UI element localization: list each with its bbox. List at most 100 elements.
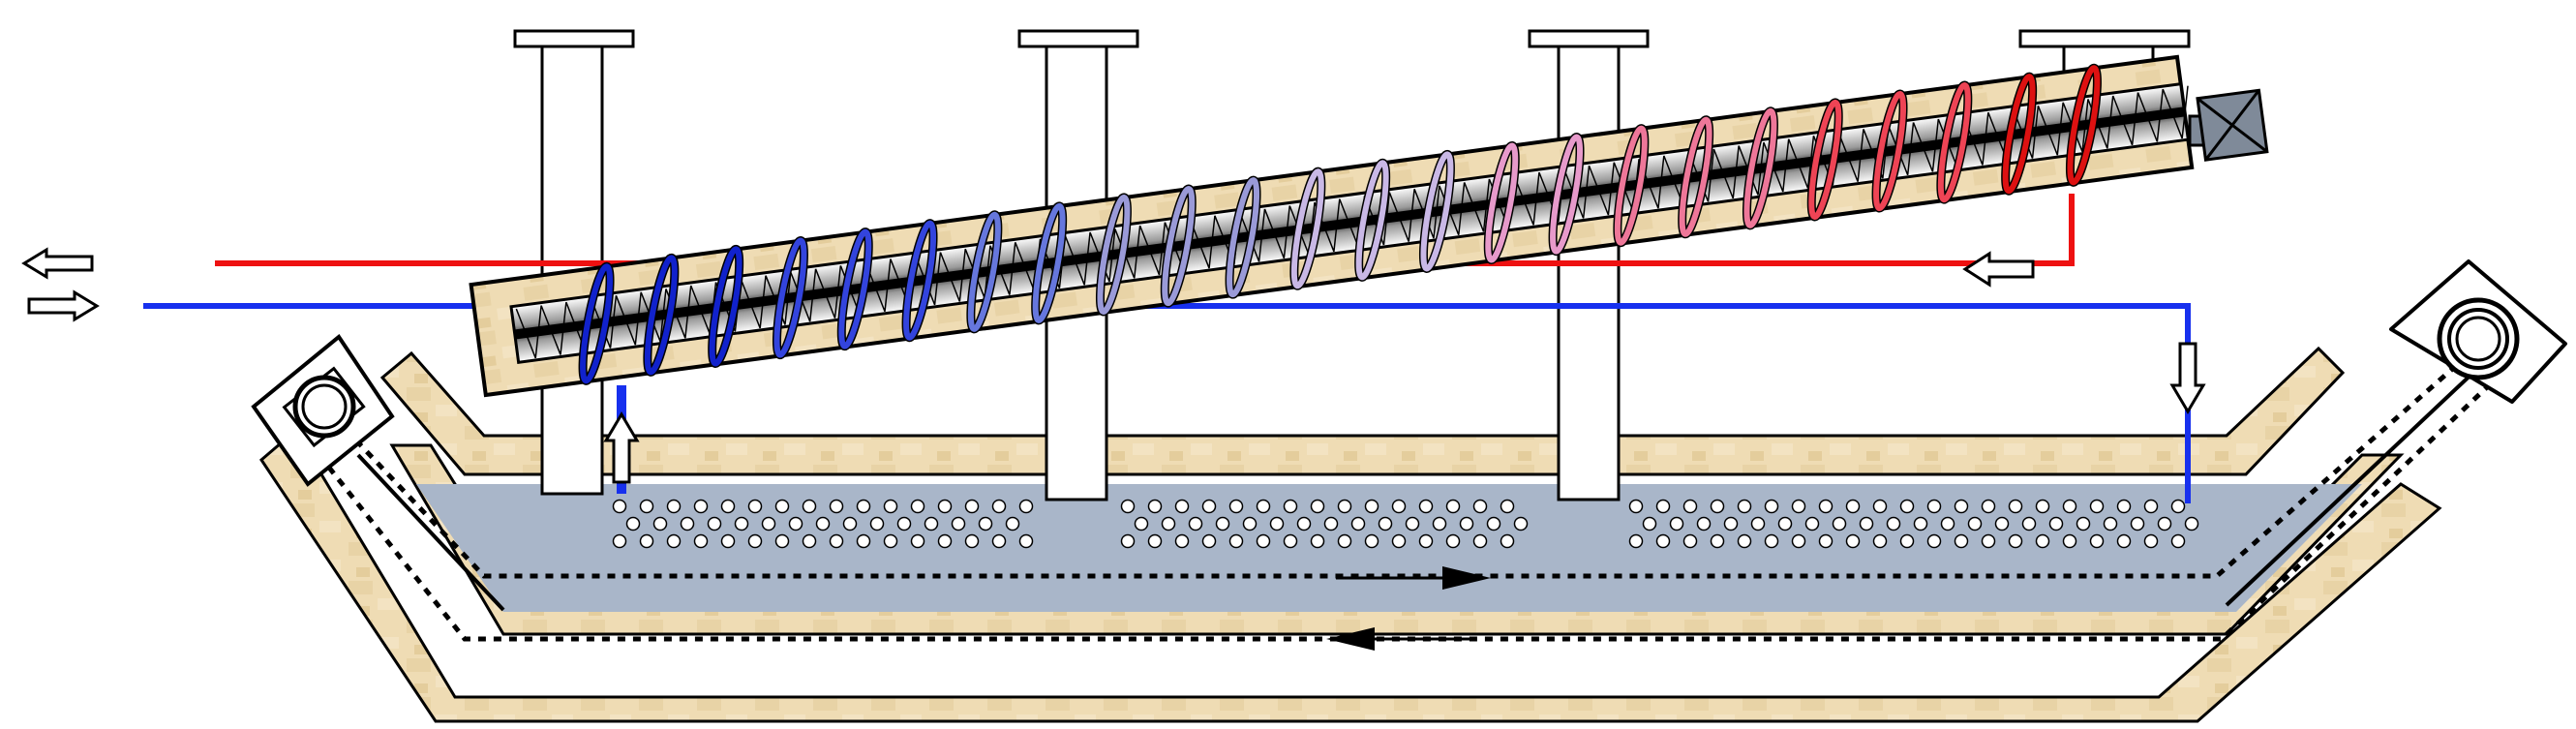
air-bubble xyxy=(1228,499,1244,514)
air-bubble xyxy=(1134,516,1149,532)
screw-flight xyxy=(740,275,767,329)
air-bubble xyxy=(829,533,844,549)
air-bubble xyxy=(1899,533,1915,549)
air-bubble xyxy=(1310,533,1325,549)
air-bubble xyxy=(924,516,939,532)
air-bubble xyxy=(951,516,966,532)
air-bubble xyxy=(896,516,912,532)
hot-return-arrow xyxy=(1962,251,2035,288)
air-bubble xyxy=(1256,499,1271,514)
air-bubble xyxy=(1669,516,1684,532)
air-bubble xyxy=(1696,516,1712,532)
air-bubble xyxy=(1005,516,1020,532)
air-bubble xyxy=(1513,516,1529,532)
air-bubble xyxy=(1791,533,1806,549)
air-bubble xyxy=(964,499,980,514)
air-bubble xyxy=(1954,533,1969,549)
air-bubble xyxy=(1472,533,1488,549)
air-bubble xyxy=(1981,533,1996,549)
screw-flight xyxy=(1712,145,1740,199)
air-bubble xyxy=(1391,533,1407,549)
air-bubble xyxy=(1655,499,1671,514)
air-bubble xyxy=(991,533,1007,549)
air-bubble xyxy=(1174,499,1190,514)
air-bubble xyxy=(1405,516,1420,532)
air-bubble xyxy=(1926,533,1942,549)
belt-lower-run xyxy=(298,366,2509,642)
air-bubble xyxy=(2048,516,2064,532)
air-bubble xyxy=(991,499,1007,514)
air-bubble xyxy=(774,499,790,514)
air-bubble xyxy=(666,533,682,549)
air-bubble xyxy=(2116,533,2132,549)
air-bubble xyxy=(1418,499,1434,514)
heating-coil-turn-color xyxy=(644,255,678,376)
air-bubble xyxy=(2076,516,2091,532)
air-bubble xyxy=(1926,499,1942,514)
air-bubble xyxy=(612,533,627,549)
air-bubble xyxy=(747,499,763,514)
screw-flight xyxy=(2137,89,2164,142)
screw-shaft xyxy=(514,106,2186,340)
support-post-3 xyxy=(1528,29,1650,501)
air-bubble xyxy=(693,499,709,514)
air-bubble xyxy=(1500,533,1515,549)
screw-flight xyxy=(864,258,892,313)
belt-guide-left xyxy=(356,453,505,612)
air-bubble xyxy=(1845,499,1861,514)
air-bubble xyxy=(612,499,627,514)
screw-flight xyxy=(1912,118,1940,172)
double-arrow-icon xyxy=(21,247,94,280)
air-bubble xyxy=(2089,499,2105,514)
air-bubble xyxy=(1994,516,2010,532)
air-bubble xyxy=(1872,533,1888,549)
heating-coil-turn-color xyxy=(2067,65,2101,186)
screw-flight xyxy=(1413,185,1440,239)
air-bubble xyxy=(652,516,668,532)
air-bubble xyxy=(1147,533,1163,549)
heating-coil-turn-color xyxy=(1355,160,1389,281)
screw-flight xyxy=(1687,148,1715,202)
air-bubble xyxy=(734,516,749,532)
air-bubble xyxy=(869,516,885,532)
air-bubble xyxy=(1791,499,1806,514)
air-bubble xyxy=(2170,533,2186,549)
air-bubble xyxy=(2062,533,2077,549)
air-bubble xyxy=(1845,533,1861,549)
air-bubble xyxy=(1764,533,1779,549)
air-bubble xyxy=(1886,516,1901,532)
air-bubble xyxy=(856,533,871,549)
air-bubble xyxy=(1364,499,1379,514)
air-bubble xyxy=(2089,533,2105,549)
air-bubble xyxy=(1655,533,1671,549)
air-bubble xyxy=(842,516,858,532)
air-bubble xyxy=(1723,516,1739,532)
post-cap xyxy=(513,29,635,48)
air-bubble xyxy=(1174,533,1190,549)
heating-coil-turn-color xyxy=(1097,194,1131,316)
heating-coil-turn-color xyxy=(1873,90,1907,212)
air-bubble xyxy=(1940,516,1955,532)
air-bubble xyxy=(693,533,709,549)
air-bubble xyxy=(802,499,817,514)
air-bubble xyxy=(1378,516,1393,532)
air-bubble xyxy=(788,516,803,532)
air-bubble xyxy=(964,533,980,549)
air-bubble xyxy=(1283,533,1298,549)
cold-up-arrow xyxy=(603,411,640,484)
screw-flight xyxy=(1239,208,1266,262)
air-bubble xyxy=(910,499,925,514)
screw-flight xyxy=(590,295,618,349)
air-bubble xyxy=(1777,516,1793,532)
screw-flight xyxy=(1513,172,1540,226)
air-bubble xyxy=(1628,499,1644,514)
air-bubble xyxy=(1418,533,1434,549)
heating-coil-turn-color xyxy=(903,220,937,341)
heating-coil-turn-color xyxy=(709,246,742,367)
screw-flight xyxy=(515,305,542,359)
air-bubble xyxy=(1682,533,1698,549)
air-bubbles xyxy=(612,499,2199,549)
screw-conveyor xyxy=(469,54,2195,398)
air-bubble xyxy=(2103,516,2118,532)
